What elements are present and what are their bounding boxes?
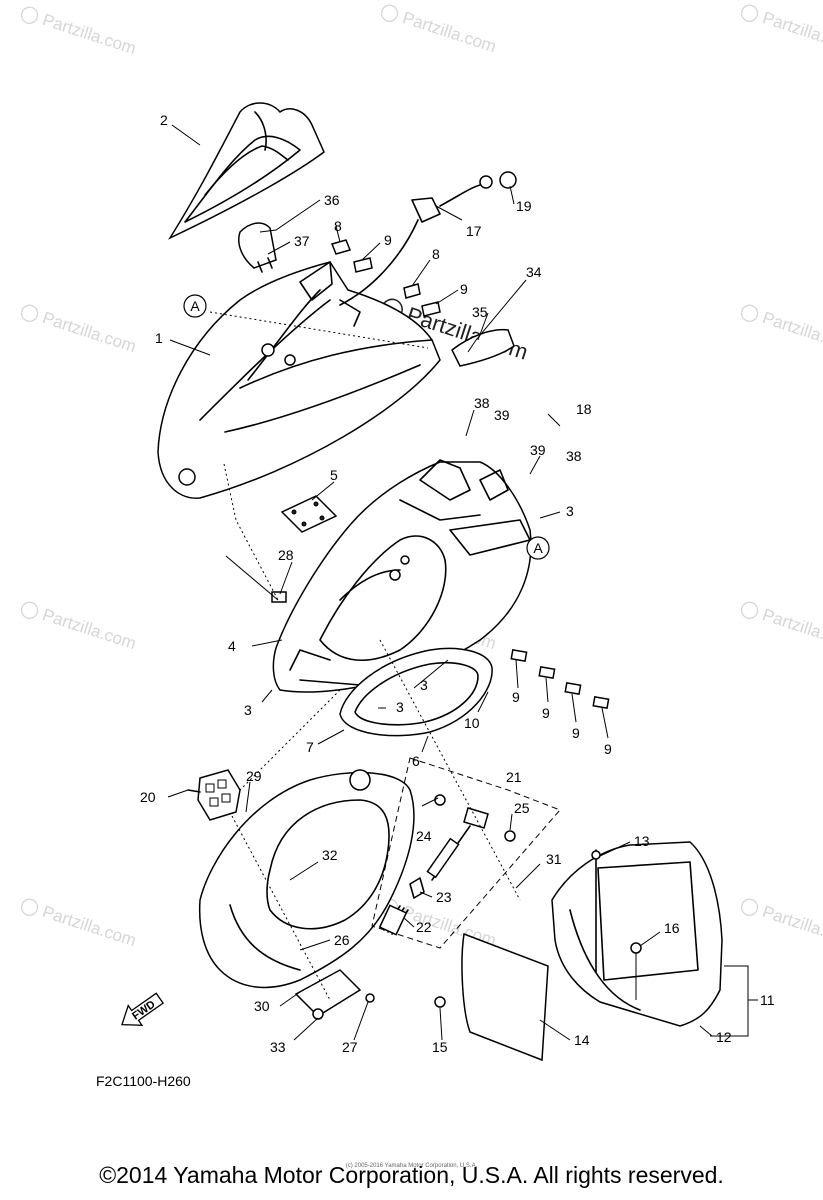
watermark-text: Partzilla.com: [40, 308, 138, 356]
label-part-2: 2: [160, 112, 168, 128]
watermark-text: Partzilla.com: [760, 308, 823, 356]
watermark-text: Partzilla.com: [400, 8, 498, 56]
label-part-38: 38: [566, 448, 582, 464]
label-part-3: 3: [420, 677, 428, 693]
label-part-29: 29: [246, 768, 262, 784]
watermark-text: Partzilla.com: [40, 10, 138, 58]
part-1-hood: [157, 261, 441, 499]
clips-8-9: [330, 239, 441, 317]
label-part-17: 17: [466, 223, 482, 239]
part-2-top-cover: [168, 102, 325, 240]
label-part-9: 9: [542, 705, 550, 721]
label-part-25: 25: [514, 800, 530, 816]
label-part-34: 34: [526, 264, 542, 280]
label-part-39: 39: [530, 442, 546, 458]
label-part-27: 27: [342, 1039, 358, 1055]
watermark-text: Partzilla.com: [760, 8, 823, 56]
part-number-labels: 2 36 37 8 9 8 9 17 19 34 35 1 38 39 18 3…: [140, 112, 775, 1055]
copyright-footer: ©2014 Yamaha Motor Corporation, U.S.A. A…: [99, 1162, 724, 1188]
watermark-text: Partzilla.com: [40, 902, 138, 950]
fine-print: (c) 2005-2016 Yamaha Motor Corporation, …: [345, 1163, 478, 1169]
label-part-19: 19: [516, 198, 532, 214]
label-part-4: 4: [228, 638, 236, 654]
label-part-30: 30: [254, 998, 270, 1014]
label-part-36: 36: [324, 192, 340, 208]
label-part-3: 3: [396, 699, 404, 715]
label-part-38: 38: [474, 395, 490, 411]
label-part-20: 20: [140, 789, 156, 805]
label-part-14: 14: [574, 1032, 590, 1048]
label-part-1: 1: [155, 330, 163, 346]
label-part-5: 5: [330, 467, 338, 483]
label-part-32: 32: [322, 847, 338, 863]
part-30-bracket: [294, 969, 375, 1020]
part-35-side-piece: [451, 328, 515, 367]
part-20-latch: [187, 769, 241, 821]
label-part-9: 9: [384, 232, 392, 248]
part-14-lid: [434, 932, 549, 1062]
fwd-arrow: FWD: [121, 992, 165, 1026]
label-part-8: 8: [432, 246, 440, 262]
hull-lower-body: [198, 769, 415, 989]
leader-lines: [167, 124, 758, 1041]
label-part-24: 24: [416, 828, 432, 844]
part-7-mat: [339, 647, 493, 737]
label-part-21: 21: [506, 769, 522, 785]
label-part-3: 3: [244, 702, 252, 718]
label-part-23: 23: [436, 889, 452, 905]
label-part-9: 9: [460, 281, 468, 297]
label-part-28: 28: [278, 547, 294, 563]
svg-text:A: A: [533, 540, 543, 556]
label-part-18: 18: [576, 401, 592, 417]
part-9-pads: [510, 648, 610, 710]
view-marker-a-right: A: [526, 536, 550, 560]
label-part-35: 35: [472, 304, 488, 320]
label-part-8: 8: [334, 218, 342, 234]
label-part-15: 15: [432, 1039, 448, 1055]
watermark-text: Partzilla.com: [760, 902, 823, 950]
part-17-switch: [339, 171, 517, 306]
label-part-33: 33: [270, 1039, 286, 1055]
label-part-3: 3: [566, 503, 574, 519]
label-part-6: 6: [412, 753, 420, 769]
part-28-clip: [271, 591, 287, 603]
part-4-deck: [272, 459, 532, 693]
label-part-16: 16: [664, 920, 680, 936]
label-part-9: 9: [604, 741, 612, 757]
label-part-13: 13: [634, 833, 650, 849]
label-part-22: 22: [416, 919, 432, 935]
diagram-code: F2C1100-H260: [96, 1073, 191, 1089]
label-part-26: 26: [334, 932, 350, 948]
label-part-11: 11: [760, 992, 775, 1008]
label-part-37: 37: [294, 233, 310, 249]
part-21-damper-assembly: [371, 757, 561, 949]
label-part-12: 12: [716, 1029, 732, 1045]
view-marker-a-top: A: [183, 294, 207, 318]
label-part-9: 9: [512, 689, 520, 705]
label-part-31: 31: [546, 851, 562, 867]
label-part-7: 7: [306, 739, 314, 755]
label-part-39: 39: [494, 407, 510, 423]
label-part-9: 9: [572, 725, 580, 741]
label-part-10: 10: [464, 715, 480, 731]
svg-text:A: A: [190, 298, 200, 314]
part-37-mirror: [238, 222, 277, 273]
watermark-text: Partzilla.com: [760, 605, 823, 653]
part-12-storage-bin: [551, 841, 723, 1027]
part-5-plate: [280, 495, 338, 533]
watermark-text: Partzilla.com: [40, 605, 138, 653]
